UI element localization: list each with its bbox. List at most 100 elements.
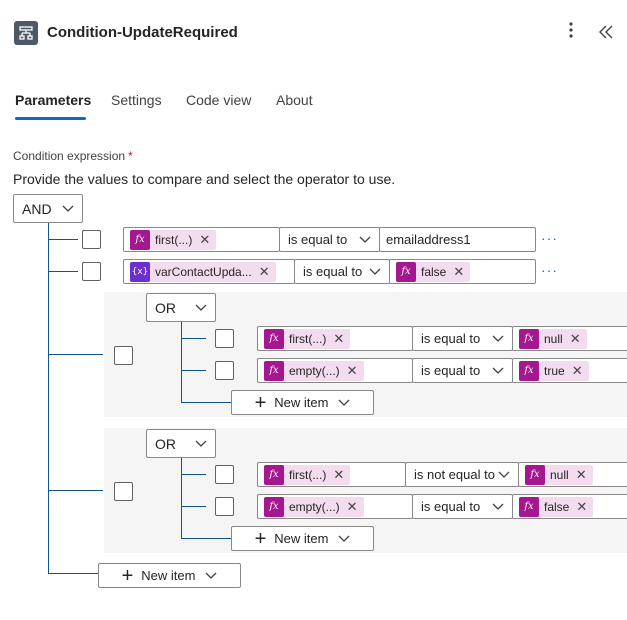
- root-operator-dropdown[interactable]: AND: [13, 194, 83, 223]
- fx-icon: fx: [264, 360, 284, 381]
- tab-parameters[interactable]: Parameters: [15, 92, 92, 108]
- close-icon[interactable]: ✕: [453, 263, 465, 279]
- group-checkbox[interactable]: [114, 482, 133, 501]
- plus-icon: +: [254, 527, 267, 550]
- tab-about[interactable]: About: [276, 92, 313, 108]
- condition-description: Provide the values to compare and select…: [13, 171, 396, 187]
- group-new-item-button[interactable]: +New item: [231, 390, 374, 415]
- double-chevron-left-icon[interactable]: [597, 21, 615, 43]
- row-checkbox[interactable]: [215, 465, 234, 484]
- operator-dropdown[interactable]: is equal to: [412, 358, 513, 383]
- tab-settings[interactable]: Settings: [111, 92, 162, 108]
- tree-branch: [181, 338, 206, 339]
- plus-icon: +: [121, 564, 134, 587]
- group-tree-line: [181, 322, 182, 402]
- operator-dropdown[interactable]: is not equal to: [405, 462, 519, 487]
- close-icon[interactable]: ✕: [258, 263, 270, 279]
- close-icon[interactable]: ✕: [575, 466, 587, 482]
- row-checkbox[interactable]: [82, 262, 101, 281]
- close-icon[interactable]: ✕: [333, 330, 345, 346]
- chevron-down-icon: [492, 367, 504, 374]
- group-tree-line: [181, 458, 182, 538]
- variable-token[interactable]: {x}varContactUpda...✕: [130, 261, 276, 282]
- chevron-down-icon: [195, 304, 207, 311]
- root-tree-line: [48, 223, 49, 573]
- row-checkbox[interactable]: [82, 230, 101, 249]
- chevron-down-icon: [195, 440, 207, 447]
- tree-branch: [181, 370, 206, 371]
- chevron-down-icon: [492, 503, 504, 510]
- chevron-down-icon: [369, 268, 381, 275]
- root-new-item-button[interactable]: +New item: [98, 563, 241, 588]
- active-tab-indicator: [15, 117, 86, 120]
- operator-dropdown[interactable]: is equal to: [412, 494, 513, 519]
- operator-dropdown[interactable]: is equal to: [412, 326, 513, 351]
- chevron-down-icon: [359, 236, 371, 243]
- operator-dropdown[interactable]: is equal to: [279, 227, 380, 252]
- tree-branch: [48, 239, 78, 240]
- group-new-item-button[interactable]: +New item: [231, 526, 374, 551]
- close-icon[interactable]: ✕: [333, 466, 345, 482]
- row-more-icon[interactable]: ···: [541, 230, 558, 246]
- operator-dropdown[interactable]: is equal to: [294, 259, 390, 284]
- fx-icon: fx: [525, 464, 545, 485]
- condition-action-icon: [14, 21, 38, 45]
- fx-icon: fx: [519, 328, 539, 349]
- group-checkbox[interactable]: [114, 346, 133, 365]
- close-icon[interactable]: ✕: [569, 330, 581, 346]
- tree-branch: [48, 573, 98, 574]
- tree-branch: [48, 271, 78, 272]
- left-operand-field[interactable]: {x}varContactUpda...✕: [123, 259, 295, 284]
- tree-branch: [181, 402, 231, 403]
- row-checkbox[interactable]: [215, 329, 234, 348]
- condition-expression-label: Condition expression*: [13, 149, 133, 163]
- chevron-down-icon: [498, 471, 510, 478]
- close-icon[interactable]: ✕: [199, 231, 211, 247]
- row-checkbox[interactable]: [215, 497, 234, 516]
- chevron-down-icon: [62, 205, 74, 212]
- right-operand-field[interactable]: emailaddress1: [379, 227, 536, 252]
- chevron-down-icon: [338, 399, 350, 406]
- more-vertical-icon[interactable]: [563, 21, 579, 44]
- chevron-down-icon: [205, 572, 217, 579]
- group-operator-dropdown[interactable]: OR: [146, 293, 216, 322]
- tree-branch: [181, 538, 231, 539]
- close-icon[interactable]: ✕: [576, 498, 588, 514]
- fx-icon: fx: [264, 496, 284, 517]
- tab-code-view[interactable]: Code view: [186, 92, 252, 108]
- tree-branch: [181, 474, 206, 475]
- close-icon[interactable]: ✕: [346, 498, 358, 514]
- row-checkbox[interactable]: [215, 361, 234, 380]
- close-icon[interactable]: ✕: [571, 362, 583, 378]
- tree-branch: [181, 506, 206, 507]
- fx-icon: fx: [519, 496, 539, 517]
- group-operator-dropdown[interactable]: OR: [146, 429, 216, 458]
- fx-icon: fx: [264, 464, 284, 485]
- close-icon[interactable]: ✕: [346, 362, 358, 378]
- row-more-icon[interactable]: ···: [541, 262, 558, 278]
- chevron-down-icon: [492, 335, 504, 342]
- variable-icon: {x}: [130, 261, 150, 282]
- chevron-down-icon: [338, 535, 350, 542]
- plus-icon: +: [254, 391, 267, 414]
